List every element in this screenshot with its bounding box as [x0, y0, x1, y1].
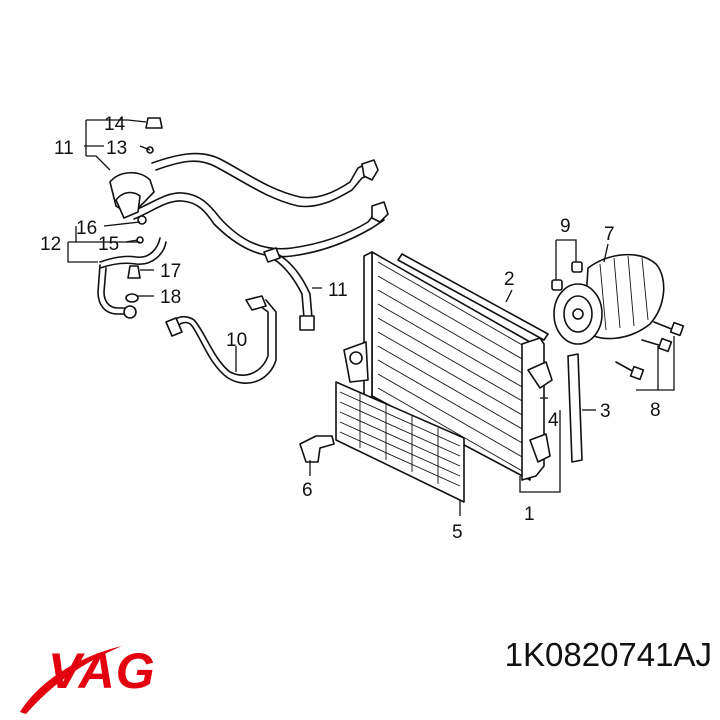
callout-2: 2 — [504, 269, 515, 290]
callout-11-top: 11 — [54, 138, 74, 159]
condenser — [343, 251, 553, 481]
callout-14: 14 — [104, 114, 126, 135]
callout-labels: 14 11 13 16 12 15 17 18 10 11 2 9 7 4 3 … — [40, 114, 661, 543]
callout-9: 9 — [560, 216, 571, 237]
brand-name: VAG — [48, 643, 156, 699]
callout-15: 15 — [98, 234, 119, 255]
callout-17: 17 — [160, 261, 181, 282]
hose-11 — [263, 247, 315, 331]
hose-10 — [165, 295, 277, 384]
callout-7: 7 — [604, 224, 615, 245]
callout-12: 12 — [40, 234, 61, 255]
callout-16: 16 — [76, 218, 97, 239]
hose-assembly — [97, 117, 389, 319]
callout-13: 13 — [106, 138, 127, 159]
seal-part-3 — [567, 353, 583, 463]
part-number: 1K0820741AJ — [504, 636, 712, 673]
callout-11-middle: 11 — [328, 280, 348, 301]
callout-8: 8 — [650, 400, 661, 421]
brand-logo: VAG — [20, 643, 156, 714]
bolts-part-8 — [615, 321, 685, 381]
leader-lines — [67, 119, 675, 516]
callout-1: 1 — [524, 504, 535, 525]
callout-10: 10 — [226, 330, 247, 351]
callout-5: 5 — [452, 522, 463, 543]
brand-swoosh — [20, 646, 122, 714]
callout-3: 3 — [600, 401, 611, 422]
callout-6: 6 — [302, 480, 313, 501]
callout-4: 4 — [548, 410, 559, 431]
bracket-part-6 — [299, 435, 335, 463]
compressor-part-7 — [553, 253, 665, 345]
callout-18: 18 — [160, 287, 181, 308]
grille-part-5 — [335, 381, 465, 503]
caps-part-9 — [551, 261, 583, 291]
